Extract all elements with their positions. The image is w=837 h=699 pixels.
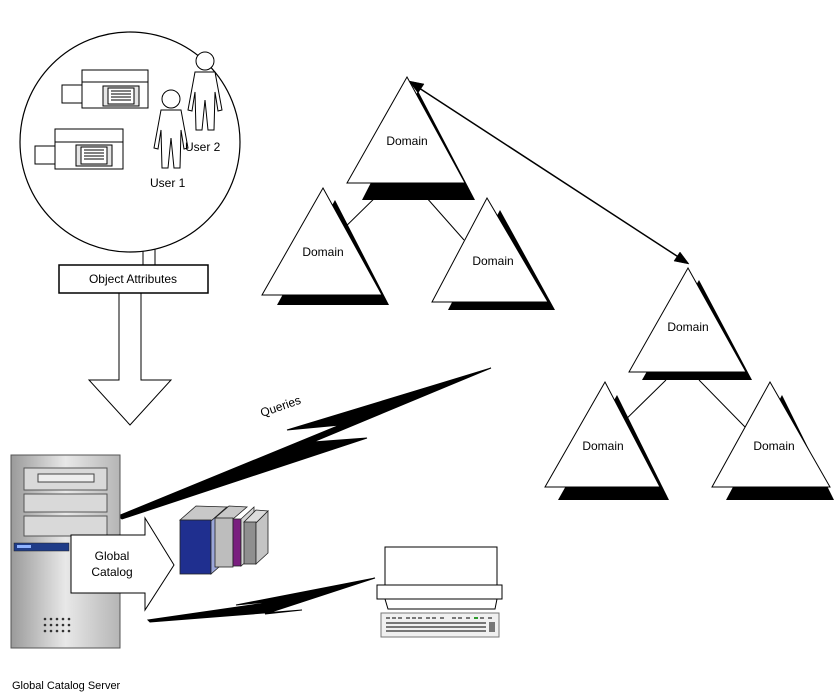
printer-icon xyxy=(61,69,149,109)
users-circle-group: User 2 User 1 xyxy=(19,31,241,266)
client-lightning xyxy=(146,577,376,623)
domain-label: Domain xyxy=(667,320,708,334)
global-catalog-label-line1: Global xyxy=(95,549,130,563)
user-2-label: User 2 xyxy=(185,140,221,154)
user-1-figure-icon xyxy=(153,89,189,169)
object-attributes-box xyxy=(58,264,209,294)
books-icon xyxy=(178,505,269,575)
client-workstation-icon xyxy=(376,546,503,638)
trust-arrow xyxy=(408,80,690,265)
domain-node: Domain xyxy=(711,380,834,500)
down-arrow xyxy=(87,292,173,426)
queries-link: Queries xyxy=(116,367,492,520)
user-1-label: User 1 xyxy=(150,176,186,190)
global-catalog-label-line2: Catalog xyxy=(91,565,132,579)
domain-label: Domain xyxy=(386,134,427,148)
domain-node: Domain xyxy=(346,75,475,200)
object-attributes-label: Object Attributes xyxy=(89,272,177,286)
domain-node: Domain xyxy=(544,380,669,500)
domain-label: Domain xyxy=(472,254,513,268)
user-2-figure-icon xyxy=(187,51,223,131)
domain-label: Domain xyxy=(582,439,623,453)
queries-lightning xyxy=(116,367,492,520)
domain-label: Domain xyxy=(753,439,794,453)
printer-icon xyxy=(34,128,124,170)
object-attributes-flow: Object Attributes xyxy=(58,264,209,426)
global-catalog-server-label: Global Catalog Server xyxy=(12,680,121,692)
domain-node: Domain xyxy=(431,196,555,310)
domain-node: Domain xyxy=(261,186,389,305)
global-catalog-arrow: Global Catalog xyxy=(70,516,175,612)
queries-label: Queries xyxy=(258,393,302,420)
domain-label: Domain xyxy=(302,245,343,259)
domain-node: Domain xyxy=(628,266,752,380)
